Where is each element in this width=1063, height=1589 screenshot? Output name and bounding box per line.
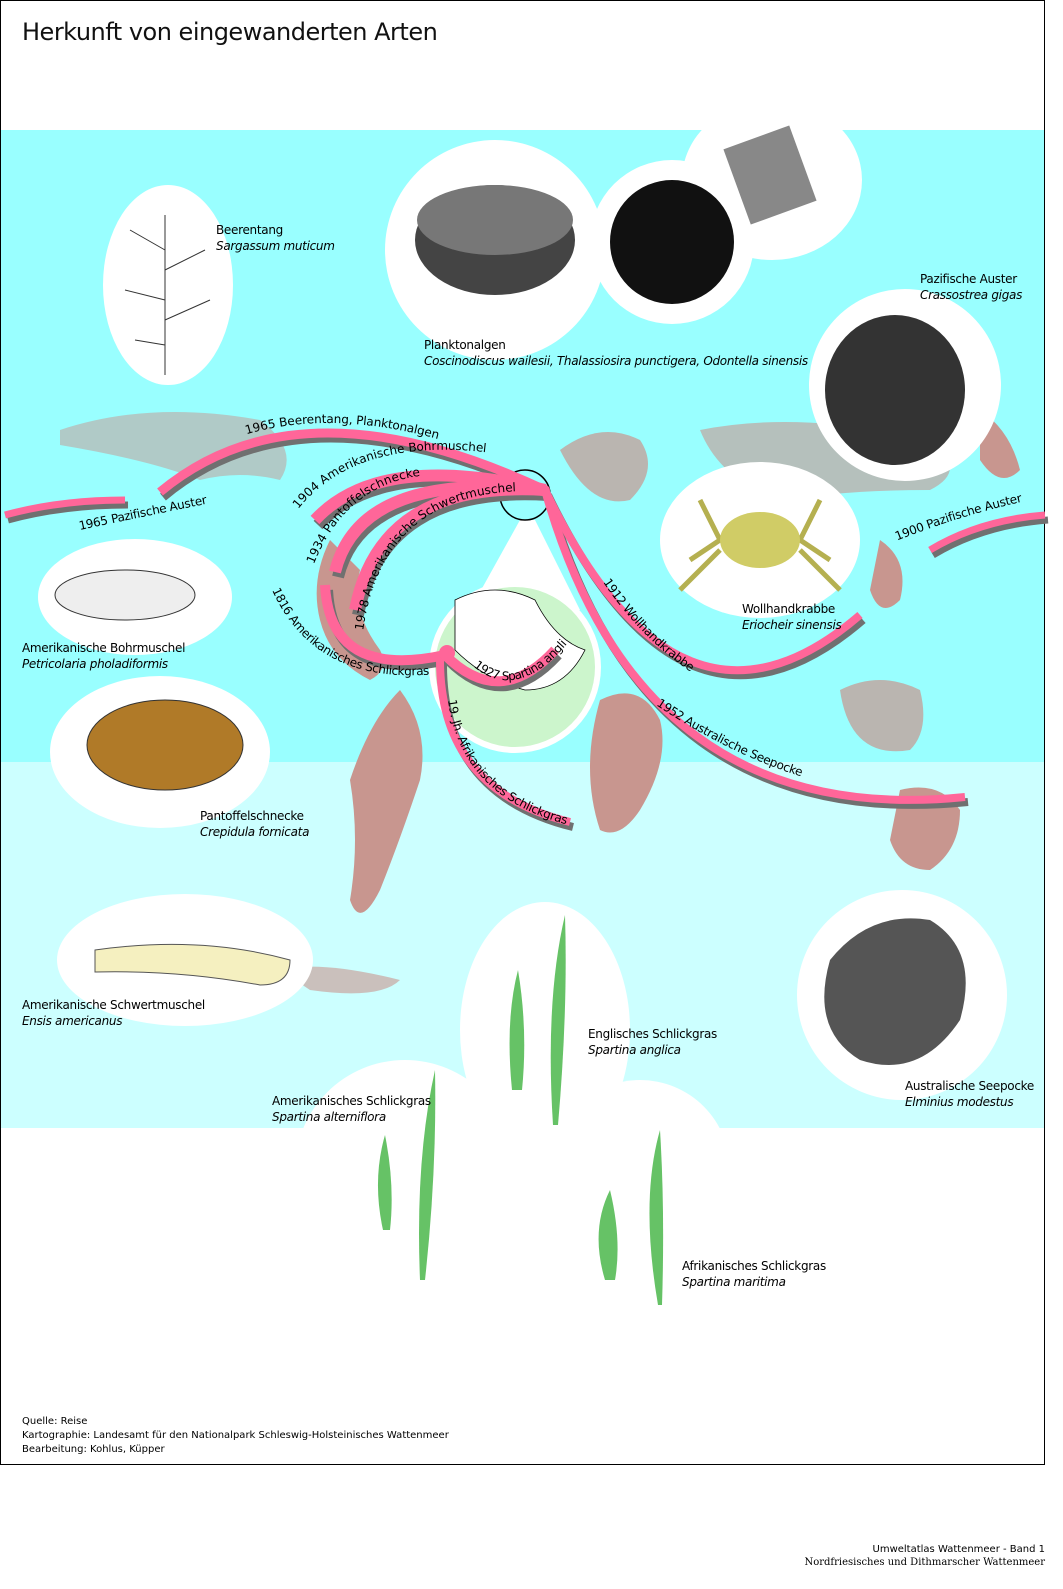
credit-source: Quelle: Reise xyxy=(22,1416,88,1427)
route-19jh-afrikanisch xyxy=(436,659,571,826)
slipper-limpet-illustration xyxy=(86,699,244,791)
credit-editing: Bearbeitung: Kohlus, Küpper xyxy=(22,1444,165,1455)
diatom-sphere-illustration xyxy=(610,180,734,304)
footer-region: Nordfriesisches und Dithmarscher Wattenm… xyxy=(804,1557,1045,1568)
cordgrass-illustrations xyxy=(377,915,664,1305)
diatom-cylinder-illustration xyxy=(723,125,817,225)
seaweed-illustration xyxy=(124,215,211,375)
page-title: Herkunft von eingewanderten Arten xyxy=(22,18,438,46)
route-1965-beerentang xyxy=(157,428,547,496)
footer: Umweltatlas Wattenmeer - Band 1 Nordfrie… xyxy=(804,1543,1045,1569)
route-1952-seepocke xyxy=(541,488,966,804)
footer-atlas: Umweltatlas Wattenmeer - Band 1 xyxy=(872,1544,1045,1555)
piddock-illustration xyxy=(54,569,196,621)
map-frame xyxy=(0,0,1045,1465)
origin-point-north-sea xyxy=(540,485,550,495)
route-1965-auster-west xyxy=(4,496,126,519)
route-1927-spartina xyxy=(441,646,559,687)
oyster-illustration xyxy=(825,315,965,465)
razor-clam-illustration xyxy=(94,943,291,986)
origin-point-inset xyxy=(439,645,455,661)
route-1978-schwertmuschel xyxy=(349,483,546,612)
illustrations xyxy=(54,125,966,1305)
route-1900-auster-east xyxy=(928,511,1046,554)
route-1912-wollhandkrabbe xyxy=(541,488,863,675)
route-1816-schlickgras xyxy=(320,584,447,666)
credit-cartography: Kartographie: Landesamt für den National… xyxy=(22,1430,449,1441)
barnacle-illustration xyxy=(824,918,966,1065)
routes xyxy=(4,428,1049,831)
credits: Quelle: Reise Kartographie: Landesamt fü… xyxy=(22,1415,449,1457)
